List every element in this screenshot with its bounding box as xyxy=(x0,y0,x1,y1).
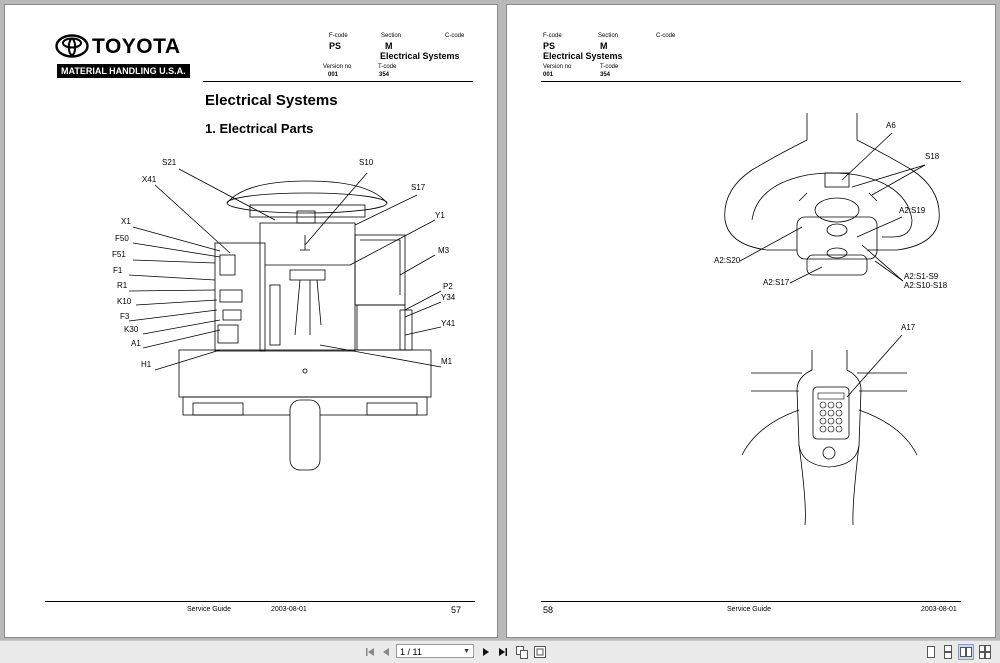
section-value: M xyxy=(600,41,608,51)
electrical-parts-diagram xyxy=(128,168,442,471)
footer-date: 2003-08-01 xyxy=(921,606,957,613)
callout-label: K10 xyxy=(117,297,132,306)
callout-label: S10 xyxy=(359,158,374,167)
page-title: Electrical Systems xyxy=(205,92,338,109)
callout-label: F1 xyxy=(113,266,123,275)
ccode-label: C-code xyxy=(445,33,465,39)
footer-doc-title: Service Guide xyxy=(727,606,771,613)
toyota-emblem-icon xyxy=(55,34,89,58)
version-label: Version no xyxy=(543,64,572,70)
page-number-select[interactable]: 1 / 11 ▼ xyxy=(396,644,474,658)
footer-doc-title: Service Guide xyxy=(187,606,231,613)
callout-label: X1 xyxy=(121,217,131,226)
callout-label: A2:S19 xyxy=(899,206,926,215)
document-page-right: F-code PS Section M Electrical Systems C… xyxy=(506,4,996,638)
version-label: Version no xyxy=(323,64,352,70)
callout-label: M3 xyxy=(438,246,450,255)
document-page-left: TOYOTA MATERIAL HANDLING U.S.A. F-code P… xyxy=(4,4,498,638)
fcode-label: F-code xyxy=(329,33,348,39)
header-rule xyxy=(541,81,961,82)
section-value: M xyxy=(385,41,393,51)
callout-label: M1 xyxy=(441,357,453,366)
callout-label: H1 xyxy=(141,360,152,369)
fcode-value: PS xyxy=(543,41,556,51)
callout-label: R1 xyxy=(117,281,128,290)
version-value: 001 xyxy=(543,72,554,78)
page-subtitle: 1. Electrical Parts xyxy=(205,121,314,136)
logo-subtitle: MATERIAL HANDLING U.S.A. xyxy=(57,64,190,78)
page-number: 57 xyxy=(451,605,462,615)
section-label: Section xyxy=(381,33,402,39)
callout-label: F50 xyxy=(115,234,129,243)
first-page-icon[interactable] xyxy=(364,644,376,660)
footer-date: 2003-08-01 xyxy=(271,606,307,613)
continuous-page-icon[interactable] xyxy=(942,644,954,660)
last-page-icon[interactable] xyxy=(497,644,509,660)
tcode-value: 354 xyxy=(379,72,390,78)
single-page-icon[interactable] xyxy=(925,644,937,660)
callout-label: P2 xyxy=(443,282,453,291)
fcode-label: F-code xyxy=(543,33,562,39)
copy-icon[interactable] xyxy=(515,644,529,660)
tcode-label: T-code xyxy=(600,64,619,70)
callout-label: Y1 xyxy=(435,211,445,220)
callout-label: A17 xyxy=(901,323,916,332)
page-number: 58 xyxy=(543,605,554,615)
section-title: Electrical Systems xyxy=(543,51,623,61)
callout-label: A1 xyxy=(131,339,141,348)
callout-label: Y41 xyxy=(441,319,456,328)
callout-label: A2:S17 xyxy=(763,278,790,287)
callout-label: S18 xyxy=(925,152,940,161)
version-value: 001 xyxy=(328,72,339,78)
fcode-value: PS xyxy=(329,41,342,51)
callout-label: A2:S20 xyxy=(714,256,741,265)
page-indicator: 1 / 11 xyxy=(400,647,422,657)
logo-wordmark: TOYOTA xyxy=(92,35,181,58)
handle-switches-diagram xyxy=(724,113,940,526)
viewer-toolbar: 1 / 11 ▼ xyxy=(0,640,1000,663)
header-rule xyxy=(203,81,473,82)
callout-label: K30 xyxy=(124,325,139,334)
next-page-icon[interactable] xyxy=(480,644,492,660)
callout-label: F3 xyxy=(120,312,130,321)
facing-page-icon[interactable] xyxy=(958,644,974,660)
callout-label: A2:S1-S9 xyxy=(904,272,939,281)
callout-label: F51 xyxy=(112,250,126,259)
callout-label: A2:S10-S18 xyxy=(904,281,948,290)
tcode-value: 354 xyxy=(600,72,611,78)
prev-page-icon[interactable] xyxy=(380,644,392,660)
facing-continuous-icon[interactable] xyxy=(978,644,992,660)
footer-rule xyxy=(541,601,961,602)
keypad-icon xyxy=(817,392,845,433)
section-label: Section xyxy=(598,33,619,39)
chevron-down-icon: ▼ xyxy=(463,648,470,655)
callout-label: X41 xyxy=(142,175,157,184)
footer-rule xyxy=(45,601,475,602)
callout-label: S17 xyxy=(411,183,426,192)
section-title: Electrical Systems xyxy=(380,51,460,61)
fit-page-icon[interactable] xyxy=(533,644,547,660)
callout-label: S21 xyxy=(162,158,177,167)
callout-label: Y34 xyxy=(441,293,456,302)
callout-label: A6 xyxy=(886,121,896,130)
tcode-label: T-code xyxy=(378,64,397,70)
ccode-label: C-code xyxy=(656,33,676,39)
